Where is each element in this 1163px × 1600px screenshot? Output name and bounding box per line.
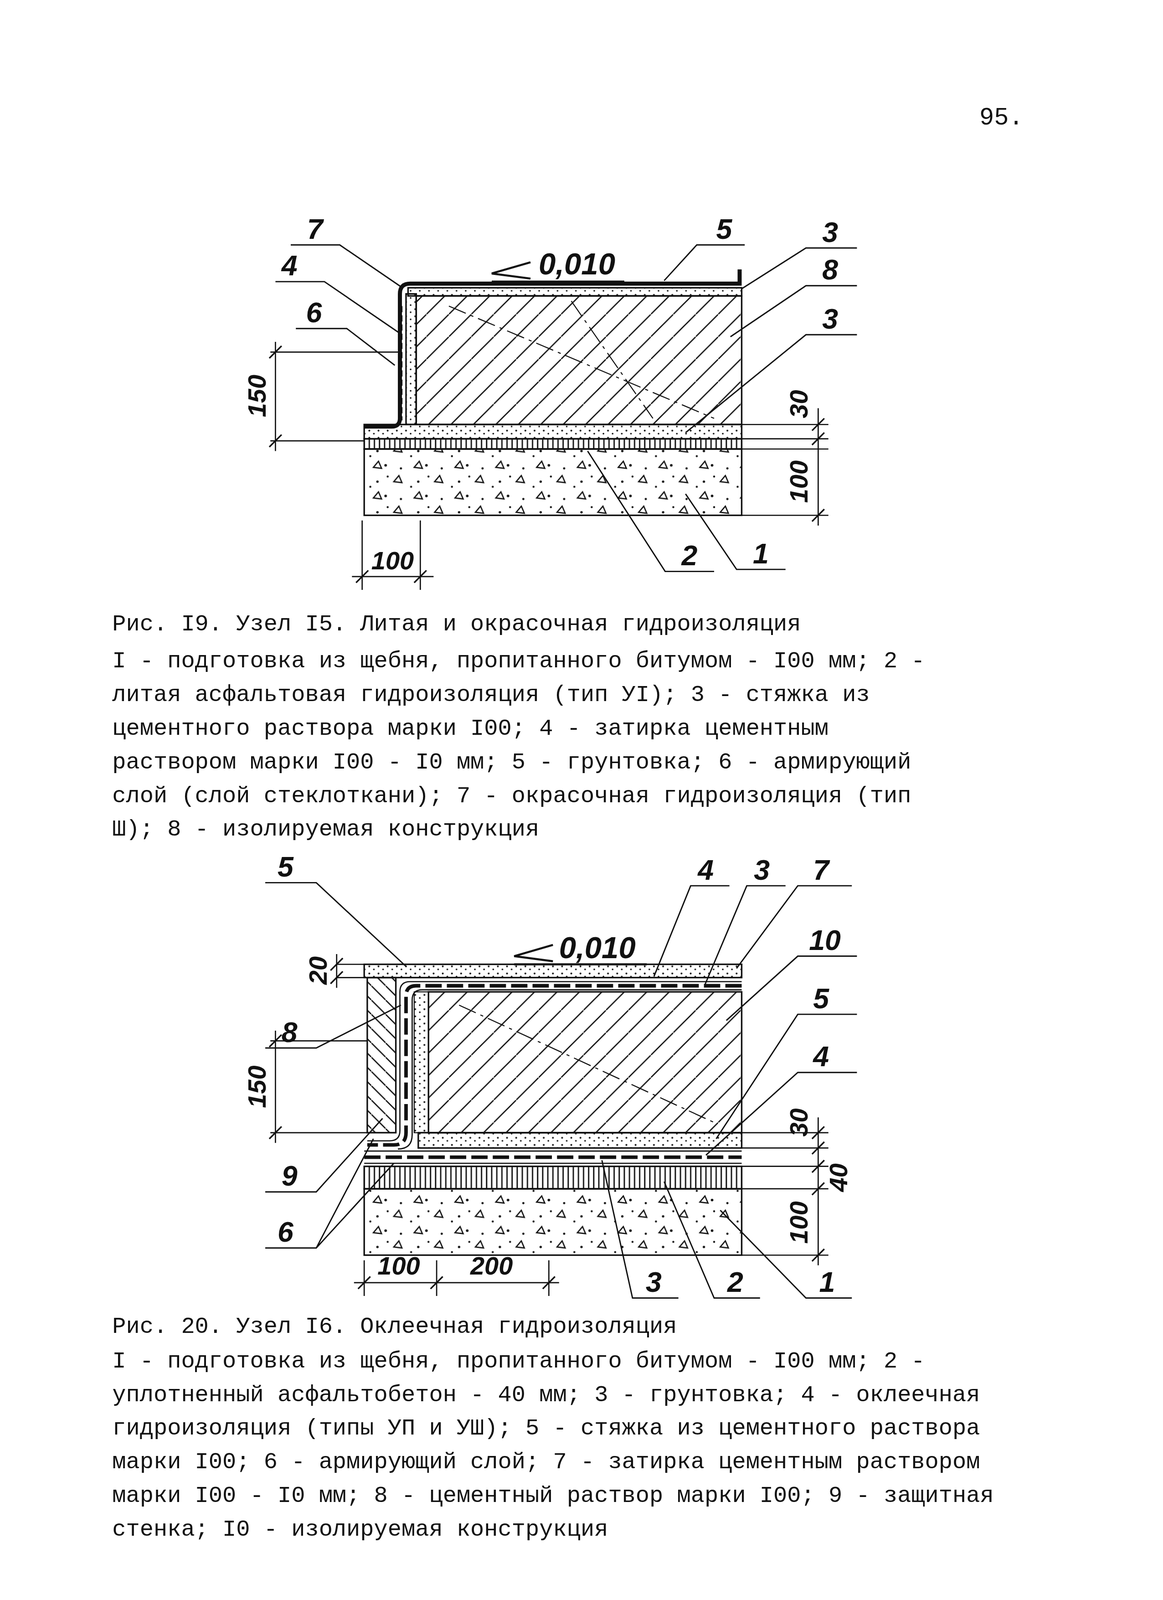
dimension: 100 xyxy=(377,1252,420,1279)
slope-value: 0,010 xyxy=(538,248,616,280)
figure-caption: Рис. 20. Узел I6. Оклеечная гидроизоляци… xyxy=(112,1309,929,1344)
dimension: 40 xyxy=(825,1163,852,1192)
dimension: 100 xyxy=(786,460,812,503)
callout-number: 7 xyxy=(307,215,324,244)
figure-legend: I - подготовка из щебня, пропитанного би… xyxy=(112,1344,1010,1547)
dimension: 150 xyxy=(244,1065,270,1108)
callout-number: 1 xyxy=(752,539,769,569)
dimension: 200 xyxy=(470,1252,513,1279)
callout-number: 5 xyxy=(715,215,732,244)
callout-number: 4 xyxy=(697,855,714,885)
dimension: 100 xyxy=(371,547,414,574)
callout-number: 3 xyxy=(753,855,770,885)
slope-value: 0,010 xyxy=(559,932,636,963)
callout-number: 3 xyxy=(822,218,839,248)
callout-number: 4 xyxy=(813,1042,829,1072)
callout-number: 6 xyxy=(306,298,323,328)
dimension: 30 xyxy=(786,389,812,418)
dimension: 30 xyxy=(786,1107,812,1137)
page-number: 95. xyxy=(979,106,1024,131)
callout-number: 9 xyxy=(281,1162,298,1191)
callout-number: 2 xyxy=(727,1268,744,1297)
dimension: 20 xyxy=(305,956,331,985)
callout-number: 8 xyxy=(822,256,839,285)
callout-number: 10 xyxy=(808,926,841,956)
callout-number: 4 xyxy=(281,252,298,281)
callout-number: 3 xyxy=(645,1268,662,1297)
callout-number: 3 xyxy=(822,304,839,334)
figure-caption: Рис. I9. Узел I5. Литая и окрасочная гид… xyxy=(112,607,929,642)
figure-legend: I - подготовка из щебня, пропитанного би… xyxy=(112,644,949,847)
callout-number: 1 xyxy=(819,1268,836,1297)
dimension: 100 xyxy=(786,1200,812,1244)
callout-number: 5 xyxy=(813,984,829,1014)
callout-number: 6 xyxy=(277,1218,294,1247)
callout-number: 8 xyxy=(281,1018,298,1047)
callout-number: 5 xyxy=(277,852,294,882)
dimension: 150 xyxy=(244,374,270,417)
callout-number: 2 xyxy=(681,541,698,571)
callout-number: 7 xyxy=(813,855,829,885)
